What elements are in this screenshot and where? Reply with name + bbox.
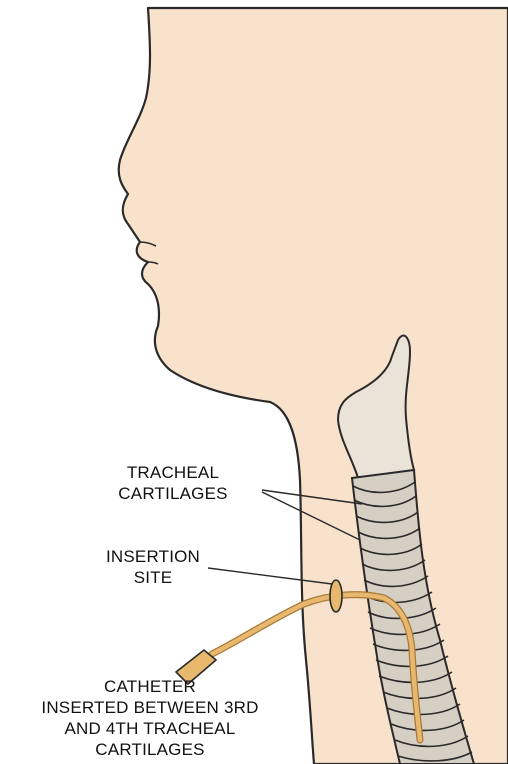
label-tracheal-cartilages: TRACHEAL CARTILAGES (78, 462, 268, 504)
label-catheter: CATHETER INSERTED BETWEEN 3RD AND 4TH TR… (0, 676, 300, 760)
label-insertion-site: INSERTION SITE (78, 546, 228, 588)
catheter-flange (330, 580, 342, 612)
head-and-neck-silhouette (119, 8, 508, 764)
